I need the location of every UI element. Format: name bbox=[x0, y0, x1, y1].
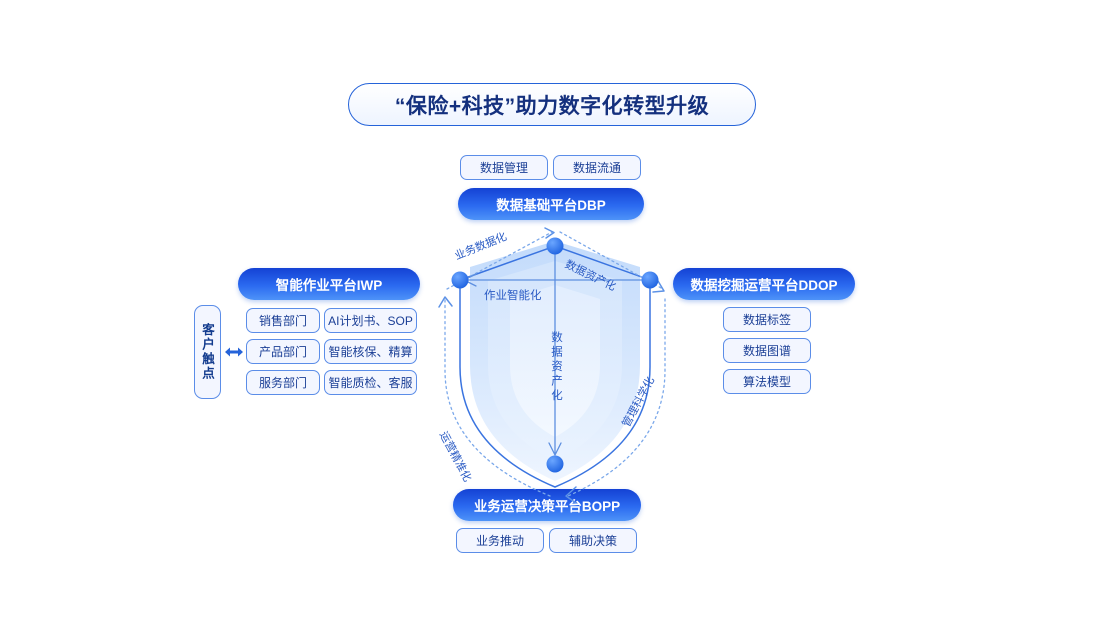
orbit-arrowheads bbox=[438, 227, 665, 504]
page-title-text: “保险+科技”助力数字化转型升级 bbox=[394, 94, 710, 118]
inner-label-operations: 作业智能化 bbox=[484, 290, 542, 302]
shield-outline bbox=[459, 245, 651, 488]
double-arrow-icon bbox=[225, 347, 243, 357]
left-dept-1[interactable]: 产品部门 bbox=[246, 339, 320, 364]
page-title: “保险+科技”助力数字化转型升级 bbox=[348, 83, 756, 126]
platform-dbp[interactable]: 数据基础平台DBP bbox=[458, 188, 644, 220]
node-bottom[interactable] bbox=[546, 455, 564, 473]
customer-touchpoint-label: 客户触点 bbox=[200, 323, 214, 381]
top-item-0[interactable]: 数据管理 bbox=[460, 155, 548, 180]
left-dept-0[interactable]: 销售部门 bbox=[246, 308, 320, 333]
left-capability-1[interactable]: 智能核保、精算 bbox=[324, 339, 417, 364]
bottom-item-0[interactable]: 业务推动 bbox=[456, 528, 544, 553]
shield-diagram bbox=[438, 227, 666, 504]
node-left[interactable] bbox=[451, 271, 469, 289]
node-top[interactable] bbox=[546, 237, 564, 255]
left-capability-2[interactable]: 智能质检、客服 bbox=[324, 370, 417, 395]
left-capability-0[interactable]: AI计划书、SOP bbox=[324, 308, 417, 333]
right-item-1[interactable]: 数据图谱 bbox=[723, 338, 811, 363]
bottom-item-1[interactable]: 辅助决策 bbox=[549, 528, 637, 553]
center-label-data-asset: 数据资产化 bbox=[550, 331, 562, 404]
left-row-2: 服务部门 智能质检、客服 bbox=[246, 370, 417, 395]
left-row-1: 产品部门 智能核保、精算 bbox=[246, 339, 417, 364]
platform-ddop[interactable]: 数据挖掘运营平台DDOP bbox=[673, 268, 855, 300]
right-item-2[interactable]: 算法模型 bbox=[723, 369, 811, 394]
platform-bopp[interactable]: 业务运营决策平台BOPP bbox=[453, 489, 641, 521]
node-right[interactable] bbox=[641, 271, 659, 289]
left-row-0: 销售部门 AI计划书、SOP bbox=[246, 308, 417, 333]
left-dept-2[interactable]: 服务部门 bbox=[246, 370, 320, 395]
platform-iwp[interactable]: 智能作业平台IWP bbox=[238, 268, 420, 300]
customer-touchpoint: 客户触点 bbox=[194, 305, 221, 399]
right-item-0[interactable]: 数据标签 bbox=[723, 307, 811, 332]
top-item-1[interactable]: 数据流通 bbox=[553, 155, 641, 180]
